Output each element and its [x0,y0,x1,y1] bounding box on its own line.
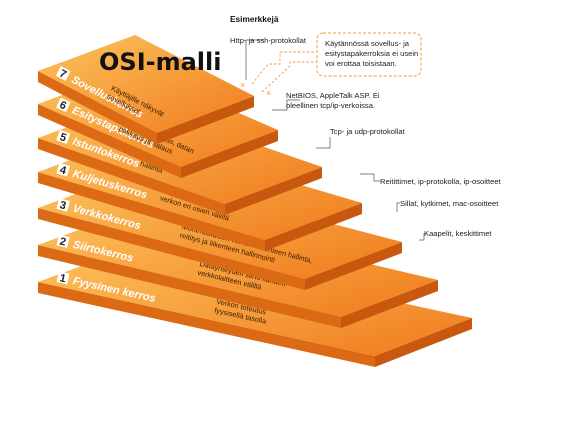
layer-number: 4 [58,164,68,178]
example-2-line-2: oleellinen tcp/ip-verkoissa. [286,101,375,110]
layer-front-face [38,208,305,290]
layer-top-face [38,35,254,133]
layer-number: 1 [58,272,67,285]
callout-connectors [251,51,316,93]
example-5: Sillat, kytkimet, mac-osoitteet [400,199,499,208]
layer-front-face [38,282,375,367]
layer-number: 2 [58,236,67,249]
layer-side-face [341,280,438,328]
layer-number-badge [56,129,71,144]
callout-line-3: voi erottaa toisistaan. [325,59,397,68]
layer-number: 3 [58,199,67,212]
layer-number-badge [56,234,70,248]
layer-front-face [38,245,341,328]
callout-box [316,32,422,77]
layer-number-badge [56,162,71,177]
svg-text:×: × [240,80,245,90]
connector-markers: × × [240,80,271,98]
example-3: Tcp- ja udp-protokollat [330,127,406,136]
layer-number: 5 [58,131,68,144]
svg-text:×: × [266,88,271,98]
example-1: Http- ja ssh-protokollat [230,36,307,45]
layer-side-face [157,96,254,144]
layer-side-face [225,167,322,215]
example-4: Reitittimet, ip-protokolla, ip-osoitteet [380,177,502,186]
layer-number-badge [56,97,71,113]
layer-4: 4KuljetuskerrosLuotettava datasiirtoverk… [38,136,362,251]
callout-line-2: esitystapakerroksia ei usein [325,49,418,58]
layer-side-face [265,203,362,251]
layer-side-face [375,318,472,367]
layer-front-face [38,71,157,144]
callout-line-1: Käytännössä sovellus- ja [325,39,410,48]
layer-front-face [38,138,225,215]
layer-side-face [305,242,402,290]
layer-number-badge [55,66,71,81]
layer-front-face [38,172,265,251]
leader-lines [245,39,425,241]
layer-number-badge [56,198,70,212]
layer-number-badge [56,271,70,285]
example-2-line-1: NetBIOS, AppleTalk ASP. Ei [286,91,380,100]
examples-heading: Esimerkkejä [230,14,279,24]
layer-front-face [38,104,181,178]
layer-number: 7 [57,68,68,81]
example-6: Kaapelit, keskittimet [424,229,492,238]
layer-number: 6 [58,99,68,112]
page-title: OSI-malli [99,48,221,76]
layer-side-face [181,130,278,178]
